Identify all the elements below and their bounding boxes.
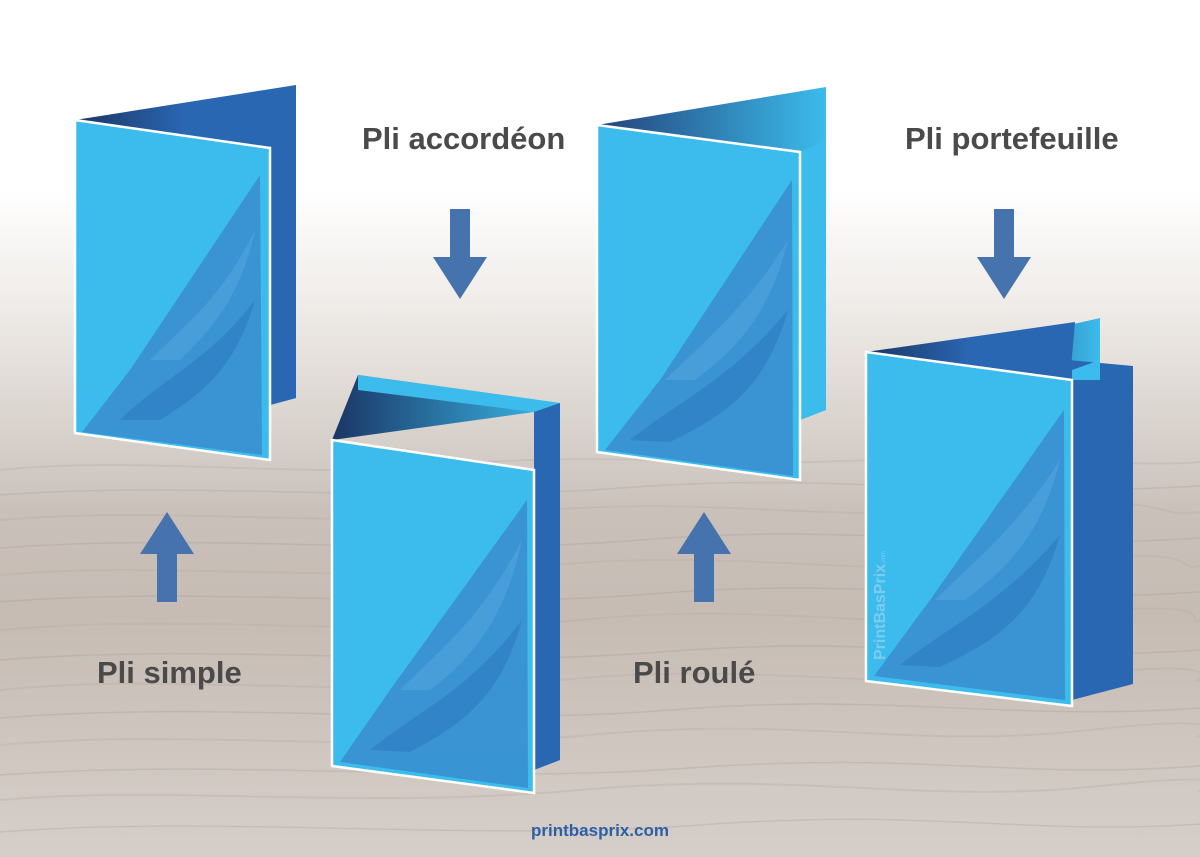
brand-watermark-suffix: .com bbox=[881, 550, 887, 564]
brand-watermark-text: PrintBasPrix bbox=[872, 563, 889, 660]
footer-url: printbasprix.com bbox=[531, 821, 669, 840]
label-pli-roule: Pli roulé bbox=[633, 655, 756, 690]
arrow-down-icon bbox=[433, 209, 487, 299]
label-pli-accordeon: Pli accordéon bbox=[362, 121, 566, 156]
brochure-pli-roule bbox=[595, 87, 826, 482]
arrow-down-icon bbox=[977, 209, 1031, 299]
brochure-pli-portefeuille bbox=[864, 318, 1133, 708]
brand-watermark: PrintBasPrix.com bbox=[872, 551, 890, 660]
brochure-pli-accordeon bbox=[330, 375, 560, 795]
brochure-pli-simple bbox=[73, 85, 296, 462]
arrow-up-icon bbox=[677, 512, 731, 602]
label-pli-simple: Pli simple bbox=[97, 655, 242, 690]
arrow-up-icon bbox=[140, 512, 194, 602]
label-pli-portefeuille: Pli portefeuille bbox=[905, 121, 1119, 156]
